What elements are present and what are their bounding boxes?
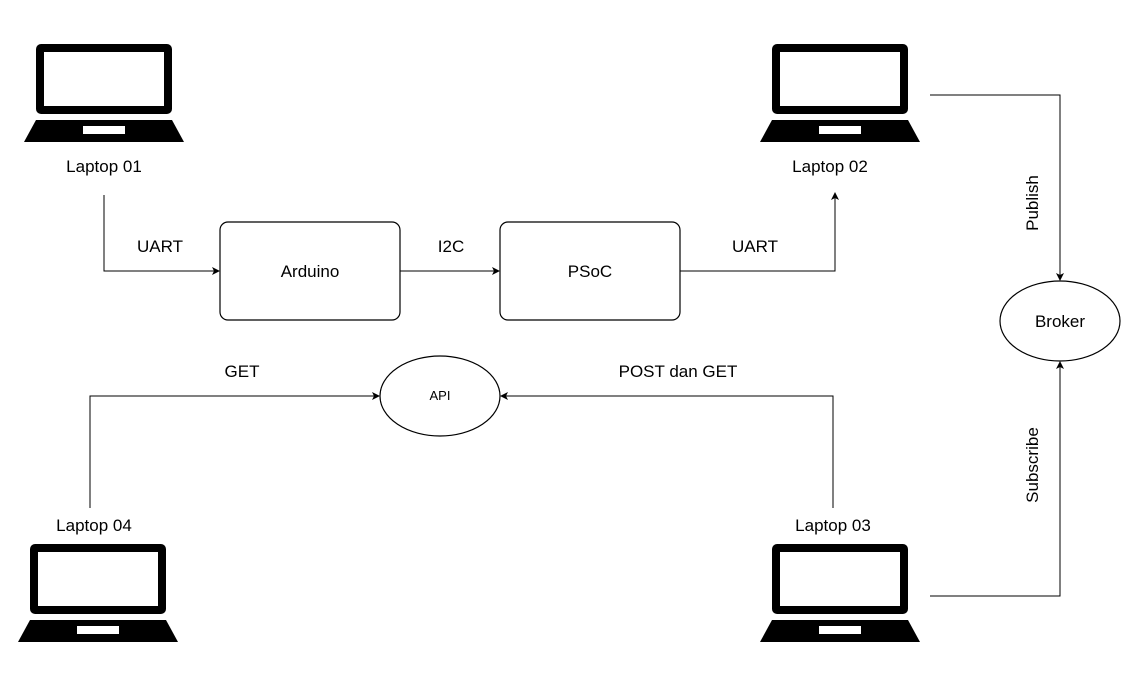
edge-postget-laptop03-api: POST dan GET (500, 362, 834, 508)
broker-node: Broker (999, 280, 1121, 362)
laptop-01-icon (24, 44, 184, 142)
api-label: API (430, 388, 451, 403)
laptop-04: Laptop 04 (18, 516, 178, 642)
arduino-label: Arduino (281, 262, 340, 281)
laptop-01-label: Laptop 01 (66, 157, 142, 176)
get-label: GET (225, 362, 260, 381)
post-get-label: POST dan GET (619, 362, 738, 381)
publish-label: Publish (1023, 175, 1042, 231)
api-node: API (379, 355, 501, 437)
laptop-02-label: Laptop 02 (792, 157, 868, 176)
subscribe-connector (930, 361, 1064, 597)
uart-in-connector (103, 195, 220, 275)
edge-subscribe-laptop03-broker: Subscribe (930, 361, 1064, 597)
laptop-04-label: Laptop 04 (56, 516, 132, 535)
laptop-01: Laptop 01 (24, 44, 184, 176)
edge-uart-psoc-laptop02: UART (680, 192, 839, 272)
psoc-label: PSoC (568, 262, 612, 281)
i2c-label: I2C (438, 237, 464, 256)
edge-get-laptop04-api: GET (89, 362, 380, 508)
laptop-03-icon (760, 544, 920, 642)
arduino-node: Arduino (219, 221, 401, 321)
laptop-03-label: Laptop 03 (795, 516, 871, 535)
psoc-node: PSoC (499, 221, 681, 321)
laptop-03: Laptop 03 (760, 516, 920, 642)
subscribe-label: Subscribe (1023, 427, 1042, 503)
uart-out-label: UART (732, 237, 778, 256)
publish-connector (930, 94, 1064, 281)
post-get-connector (500, 392, 834, 508)
laptop-02: Laptop 02 (760, 44, 920, 176)
broker-label: Broker (1035, 312, 1085, 331)
laptop-02-icon (760, 44, 920, 142)
edge-uart-laptop01-arduino: UART (103, 195, 220, 275)
edge-i2c-arduino-psoc: I2C (400, 237, 500, 275)
edge-publish-laptop02-broker: Publish (930, 94, 1064, 281)
uart-out-connector (680, 192, 839, 272)
laptop-04-icon (18, 544, 178, 642)
uart-in-label: UART (137, 237, 183, 256)
get-connector (89, 392, 380, 508)
